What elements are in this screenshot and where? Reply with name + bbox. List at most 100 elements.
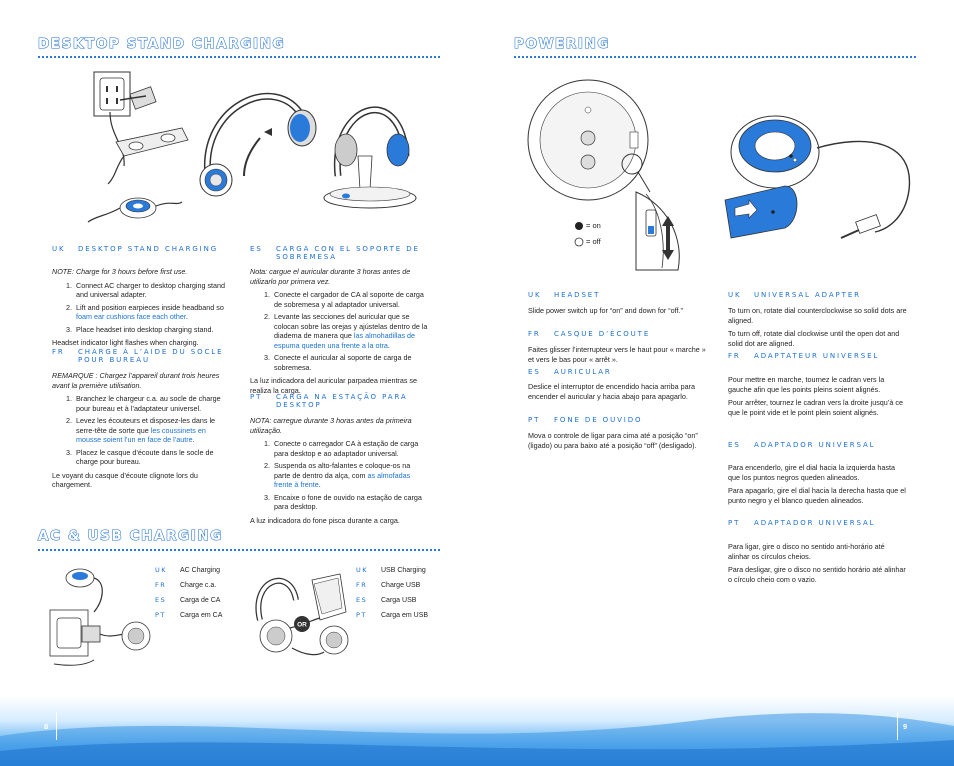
step-1: Connect AC charger to desktop charging s… [74,281,230,300]
step-1: Branchez le chargeur c.a. au socle de ch… [74,394,230,413]
footer-wave-graphic [0,713,954,766]
step-2: Levez les écouteurs et disposez-les dans… [74,416,230,445]
step-3: Place headset into desktop charging stan… [74,325,230,335]
steps-list: Conecte o carregador CA à estação de car… [250,439,428,512]
title-divider [38,56,440,58]
lang-code: FR [528,330,541,338]
fr-headset-text: Faites glisser l’interrupteur vers le ha… [528,345,706,364]
lang-title: FONE DE OUVIDO [554,416,643,424]
lang-title: CARGA NA ESTAÇÃO PARA DESKTOP [276,393,408,410]
pt-adapter-heading: PT ADAPTADOR UNIVERSAL [728,519,918,527]
lang-title: CASQUE D’ÉCOUTE [554,330,651,338]
headset-icon [199,92,317,197]
fr-headset-heading: FR CASQUE D’ÉCOUTE [528,330,708,338]
es-desktop-text: Nota: cargue el auricular durante 3 hora… [250,267,428,399]
uk-desktop-heading: UK DESKTOP STAND CHARGING [52,245,232,253]
steps-list: Branchez le chargeur c.a. au socle de ch… [52,394,230,467]
highlight-text: las almohadillas de espuma queden una fr… [274,331,416,350]
charging-base-icon [115,127,189,157]
step-1: Conecte el cargador de CA al soporte de … [272,290,428,309]
desktop-stand-illustration [87,71,417,223]
indicator-text: Headset indicator light flashes when cha… [52,338,199,347]
lang-title: ADAPTADOR UNIVERSAL [754,519,876,527]
lang-title: ADAPTADOR UNIVERSAL [754,441,876,449]
legend-on-label: = on [586,221,601,230]
uk-headset-text: Slide power switch up for “on” and down … [528,306,683,315]
pt-adapter-text: Para ligar, gire o disco no sentido anti… [728,542,906,584]
fr-adapter-text: Pour mettre en marche, tournez le cadran… [728,375,903,417]
indicator-text: Le voyant du casque d’écoute clignote lo… [52,470,198,490]
page-number-divider-left [56,712,57,740]
powering-divider [514,56,916,58]
step-2: Suspenda os alto-falantes e coloque-os n… [272,461,428,490]
desktop-stand-charging-title: DESKTOP STAND CHARGING [37,35,286,52]
page-number-right: 9 [903,722,908,731]
ac-usb-charging-title: AC & USB CHARGING [37,527,223,544]
legend-off-label: = off [586,237,601,246]
lang-code: ES [528,368,541,376]
lang-title: UNIVERSAL ADAPTER [754,291,861,299]
wall-outlet-icon [93,71,131,117]
lang-code: FR [52,348,65,356]
steps-list: Conecte el cargador de CA al soporte de … [250,290,428,372]
fr-desktop-heading: FR CHARGE À L’AIDE DU SOCLE POUR BUREAU [52,348,232,365]
uk-headset-heading: UK HEADSET [528,291,708,299]
uk-adapter-text: To turn on, rotate dial counterclockwise… [728,306,907,348]
step-3: Conecte el auricular al soporte de carga… [272,353,428,372]
es-desktop-heading: ES CARGA CON EL SOPORTE DE SOBREMESA [250,245,440,262]
uk-adapter-heading: UK UNIVERSAL ADAPTER [728,291,918,299]
indicator-text: A luz indicadora do fone pisca durante a… [250,515,400,525]
solid-dot-icon [575,222,583,230]
on-off-legend-icons [574,222,584,247]
lang-code: UK [528,291,542,299]
headset-switch-illustration [527,79,680,271]
es-adapter-heading: ES ADAPTADOR UNIVERSAL [728,441,918,449]
note-text: NOTA: carregue durante 3 horas antes da … [250,416,412,435]
es-adapter-text: Para encenderlo, gire el dial hacia la i… [728,463,906,505]
fr-desktop-text: REMARQUE : Chargez l’appareil durant tro… [52,371,230,494]
pt-headset-text: Mova o controle de ligar para cima até a… [528,431,698,450]
lang-code: FR [728,352,741,360]
lang-title: DESKTOP STAND CHARGING [78,245,219,253]
page-footer-band [0,696,954,766]
note-text: NOTE: Charge for 3 hours before first us… [52,267,188,276]
lang-title: CARGA CON EL SOPORTE DE SOBREMESA [276,245,420,262]
lang-title: ADAPTATEUR UNIVERSEL [754,352,880,360]
indicator-text: La luz indicadora del auricular parpadea… [250,376,418,395]
lang-title: HEADSET [554,291,601,299]
ac-charging-illustration [49,568,151,666]
fr-adapter-heading: FR ADAPTATEUR UNIVERSEL [728,352,918,360]
pt-desktop-text: NOTA: carregue durante 3 horas antes da … [250,416,428,529]
step-2: Lift and position earpieces inside headb… [74,303,230,322]
powering-title: POWERING [513,35,611,52]
lang-code: UK [52,245,66,253]
es-headset-heading: ES AURICULAR [528,368,708,376]
lang-title: CHARGE À L’AIDE DU SOCLE POUR BUREAU [78,348,224,365]
lang-code: PT [528,416,541,424]
lang-title: AURICULAR [554,368,612,376]
uk-desktop-text: NOTE: Charge for 3 hours before first us… [52,267,230,352]
usb-charging-illustration: OR [255,573,349,656]
step-2: Levante las secciones del auricular que … [272,312,428,350]
or-badge [294,616,310,632]
lang-code: ES [728,441,741,449]
pt-headset-heading: PT FONE DE OUVIDO [528,416,708,424]
universal-adapter-icon [119,197,157,219]
step-1: Conecte o carregador CA à estação de car… [272,439,428,458]
highlight-text: les coussinets en mousse soient l’un en … [76,425,206,445]
svg-text:OR: OR [297,622,307,629]
lang-code: PT [728,519,741,527]
step-3: Placez le casque d’écoute dans le socle … [74,448,230,467]
universal-adapter-dial-illustration [724,115,911,239]
headset-on-stand-icon [323,106,417,209]
note-text: REMARQUE : Chargez l’appareil durant tro… [52,371,220,390]
highlight-text: foam ear cushions face each other [76,312,186,321]
